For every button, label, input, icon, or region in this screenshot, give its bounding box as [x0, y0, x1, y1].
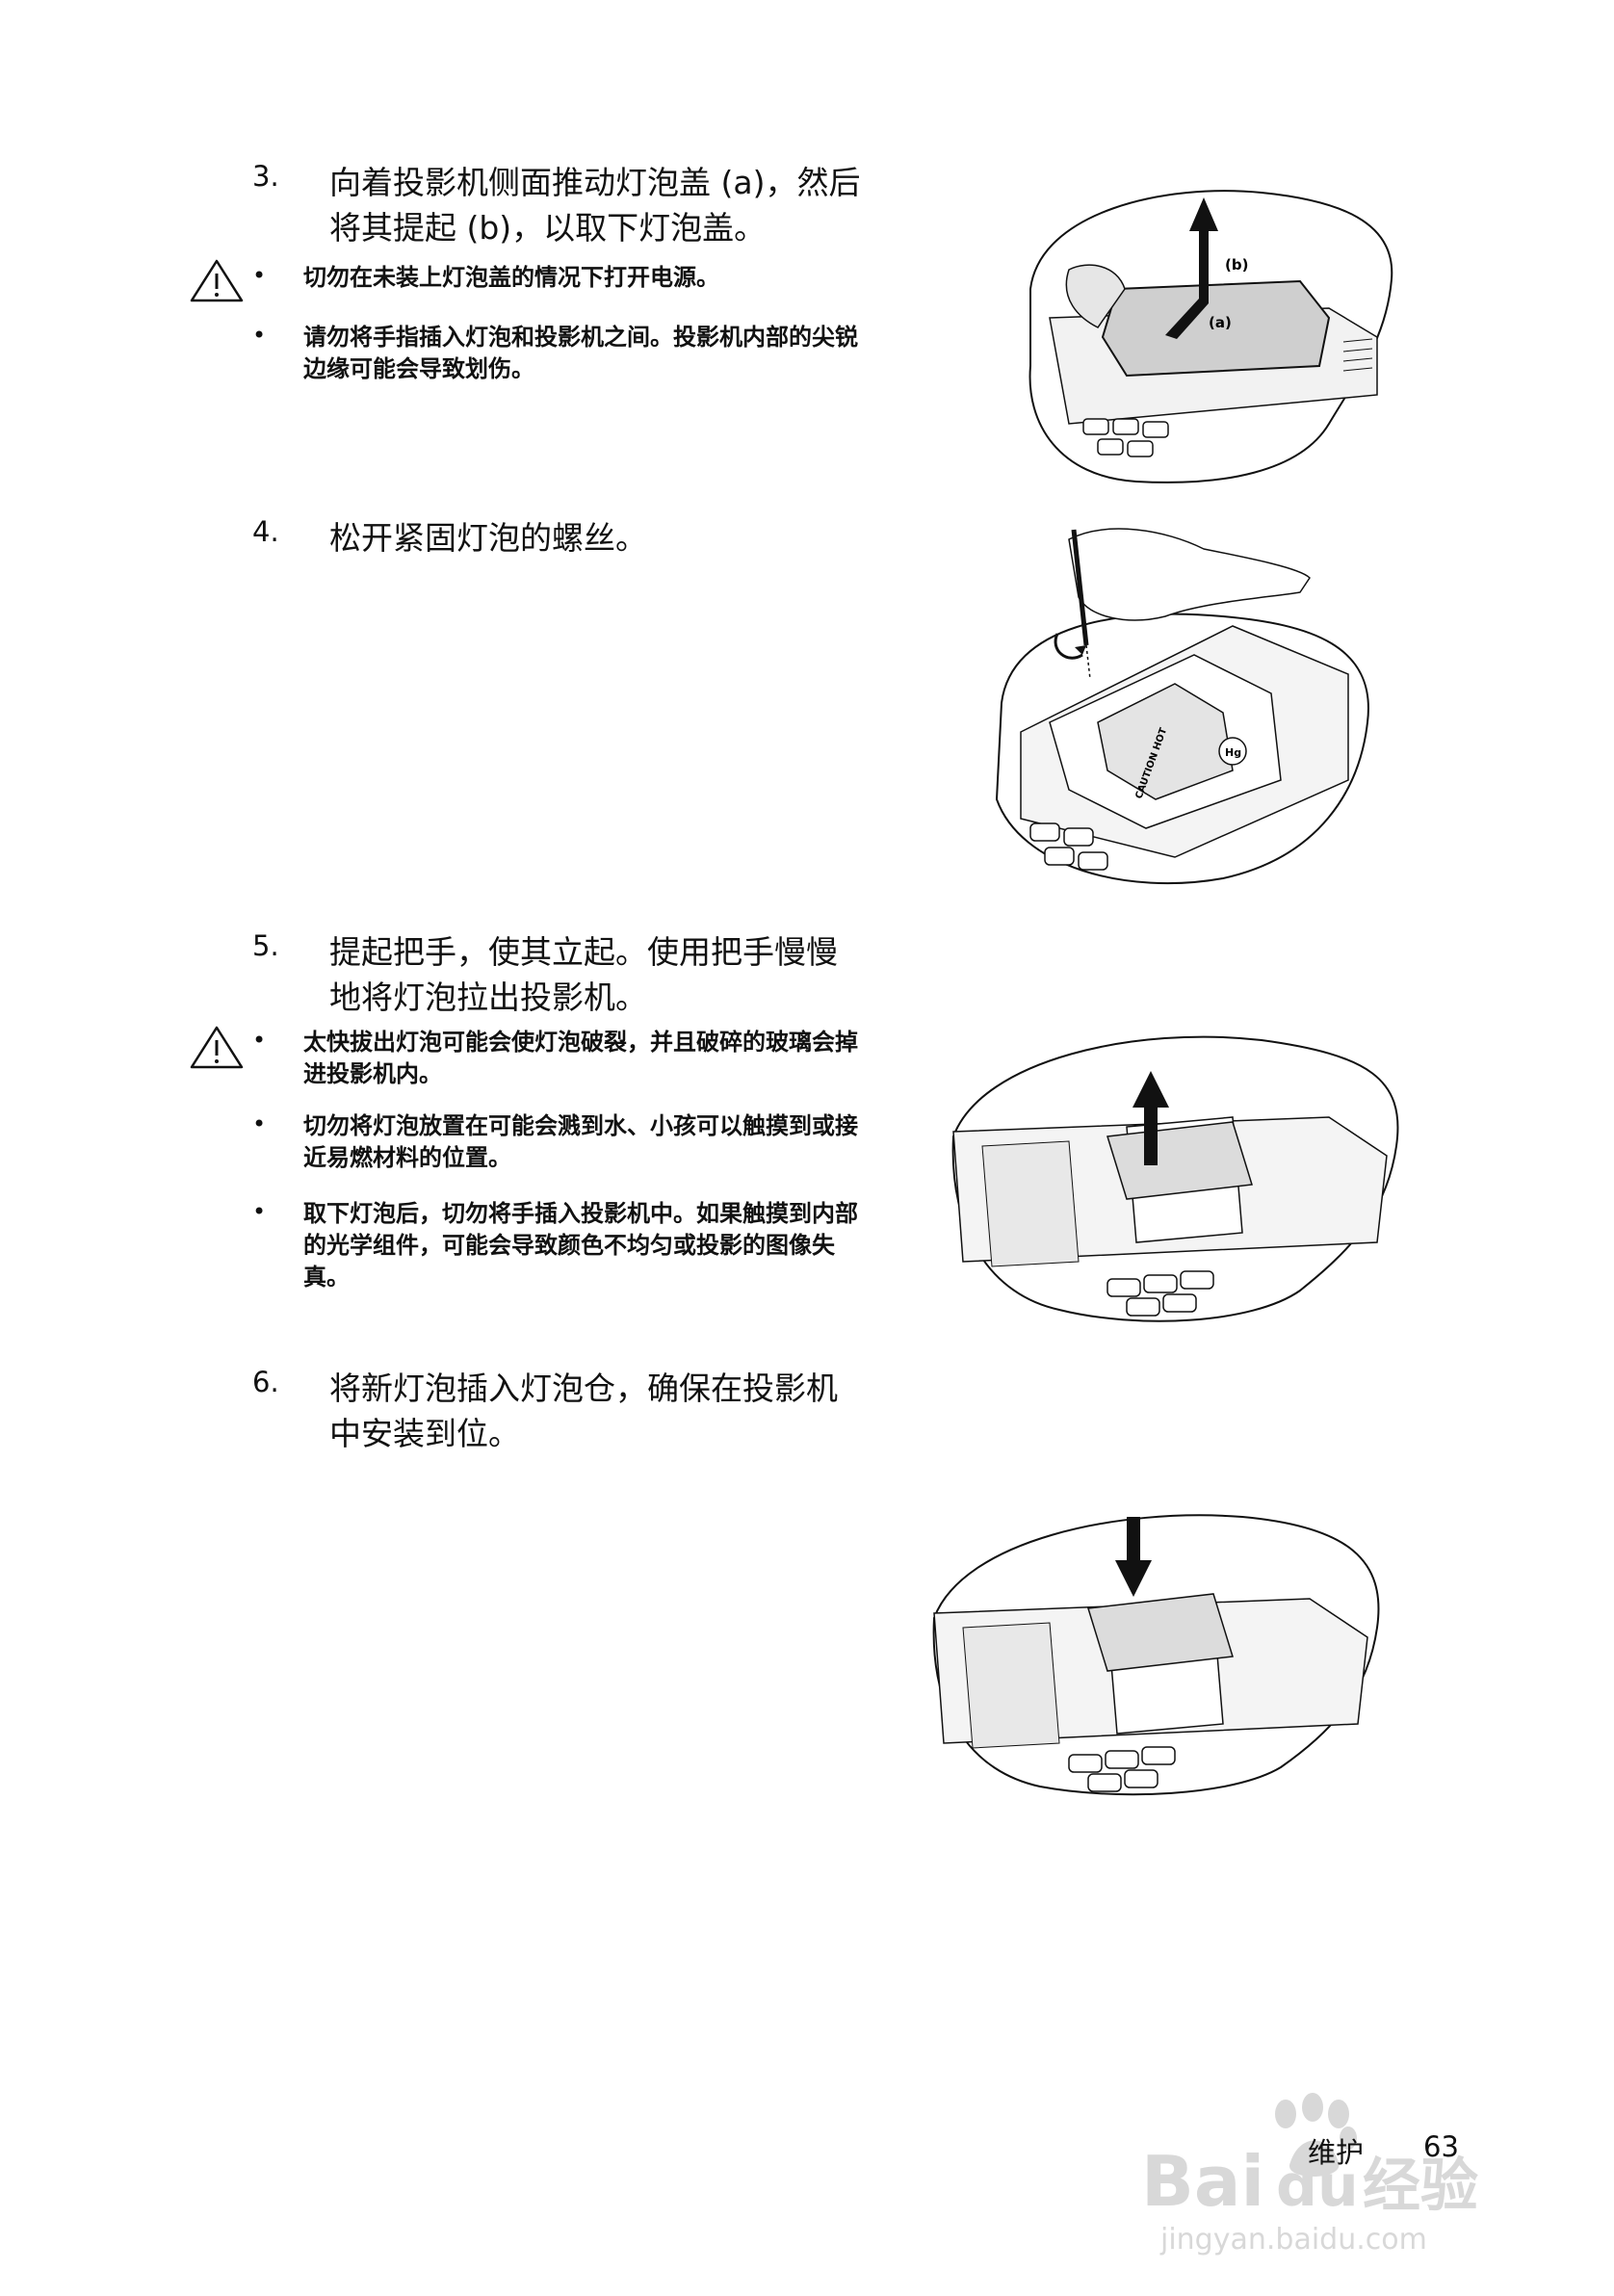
- caution-triangle-icon: [190, 259, 244, 302]
- step-number: 3.: [252, 160, 279, 193]
- baidu-jingyan-watermark: Bai du 经验 jingyan.baidu.com: [1141, 2093, 1478, 2257]
- insert-lamp-figure: [932, 1514, 1380, 1796]
- note-text: 切勿将灯泡放置在可能会溅到水、小孩可以触摸到或接近易燃材料的位置。: [303, 1112, 858, 1171]
- hg-label: Hg: [1225, 746, 1241, 759]
- bullet: •: [252, 262, 267, 289]
- step-number: 6.: [252, 1366, 279, 1398]
- lamp-cover-removal-figure: (b) (a): [1028, 190, 1393, 483]
- pull-lamp-out-figure: [951, 1035, 1399, 1322]
- caution-triangle-icon: [190, 1026, 244, 1069]
- bullet: •: [252, 322, 267, 349]
- figure-label-a: (a): [1209, 314, 1232, 331]
- bullet: •: [252, 1198, 267, 1225]
- bullet: •: [252, 1110, 267, 1137]
- watermark-url: jingyan.baidu.com: [1159, 2223, 1427, 2257]
- note-text: 太快拔出灯泡可能会使灯泡破裂，并且破碎的玻璃会掉进投影机内。: [303, 1029, 858, 1087]
- figure-label-b: (b): [1225, 256, 1248, 274]
- watermark-suffix: 经验: [1363, 2152, 1478, 2220]
- watermark-brand-2: du: [1276, 2152, 1359, 2220]
- note-text: 取下灯泡后，切勿将手插入投影机中。如果触摸到内部的光学组件，可能会导致颜色不均匀…: [303, 1200, 858, 1291]
- step-text: 提起把手，使其立起。使用把手慢慢地将灯泡拉出投影机。: [329, 933, 838, 1016]
- step-text: 向着投影机侧面推动灯泡盖 (a)，然后将其提起 (b)，以取下灯泡盖。: [329, 164, 861, 247]
- bullet: •: [252, 1027, 267, 1054]
- note-text: 切勿在未装上灯泡盖的情况下打开电源。: [303, 264, 719, 291]
- loosen-screw-figure: Hg CAUTION HOT: [995, 528, 1369, 885]
- step-text: 松开紧固灯泡的螺丝。: [329, 519, 647, 557]
- step-text: 将新灯泡插入灯泡仓，确保在投影机中安装到位。: [329, 1370, 838, 1452]
- step-number: 4.: [252, 515, 279, 548]
- step-number: 5.: [252, 929, 279, 962]
- page-number: 63: [1423, 2130, 1459, 2163]
- watermark-brand: Bai: [1141, 2141, 1264, 2222]
- note-text: 请勿将手指插入灯泡和投影机之间。投影机内部的尖锐边缘可能会导致划伤。: [303, 324, 858, 382]
- footer-section-title: 维护: [1308, 2136, 1365, 2169]
